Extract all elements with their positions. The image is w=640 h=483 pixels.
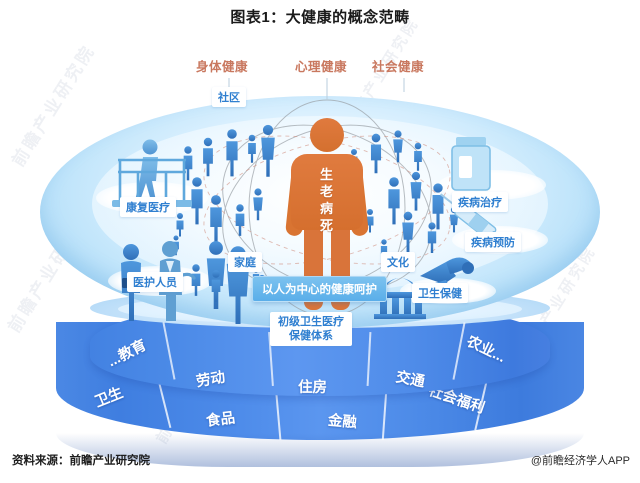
chip-medical-staff[interactable]: 医护人员 xyxy=(127,272,183,292)
chip-family[interactable]: 家庭 xyxy=(228,252,262,272)
medicine-bottle-icon xyxy=(451,137,491,191)
chip-community[interactable]: 社区 xyxy=(212,87,246,107)
person-torso xyxy=(291,154,363,230)
chip-disease-prevention[interactable]: 疾病预防 xyxy=(465,232,521,252)
culture-building-icon xyxy=(374,278,426,319)
lifecycle-char: 病 xyxy=(319,201,334,216)
person-lifecycle-text: 生 老 病 死 xyxy=(291,166,363,234)
chip-rehabilitation-medicine[interactable]: 康复医疗 xyxy=(120,197,176,217)
chip-health-care[interactable]: 卫生保健 xyxy=(412,283,468,303)
source-note: 资料来源：前瞻产业研究院 xyxy=(12,455,150,467)
primary-health-system-line2: 保健体系 xyxy=(289,330,333,342)
lifecycle-char: 老 xyxy=(319,184,334,199)
chip-culture[interactable]: 文化 xyxy=(381,252,415,272)
person-head xyxy=(310,118,344,152)
diagram-stage: 卫生 食品 金融 社会福利 ...教育 劳动 住房 交通 农业... xyxy=(0,30,640,467)
rehabilitation-icon xyxy=(112,139,192,207)
chip-disease-treatment[interactable]: 疾病治疗 xyxy=(452,192,508,212)
page-title: 图表1：大健康的概念范畴 xyxy=(230,9,410,26)
primary-health-system-line1: 初级卫生医疗 xyxy=(278,316,344,328)
lifecycle-char: 生 xyxy=(319,167,334,182)
primary-health-system-label[interactable]: 初级卫生医疗 保健体系 xyxy=(270,312,352,346)
lifecycle-char: 死 xyxy=(319,218,334,233)
header-social-health[interactable]: 社会健康 xyxy=(372,60,425,74)
core-concept-label[interactable]: 以人为中心的健康呵护 xyxy=(252,276,387,302)
crowd-silhouettes-right xyxy=(350,130,459,261)
cylinder-shadow xyxy=(56,433,584,467)
header-stems xyxy=(228,78,405,100)
attribution-note: @前瞻经济学人APP xyxy=(530,455,630,467)
header-mental-health[interactable]: 心理健康 xyxy=(295,60,348,74)
header-physical-health[interactable]: 身体健康 xyxy=(196,60,249,74)
cylinder-label-housing[interactable]: 住房 xyxy=(298,380,327,396)
